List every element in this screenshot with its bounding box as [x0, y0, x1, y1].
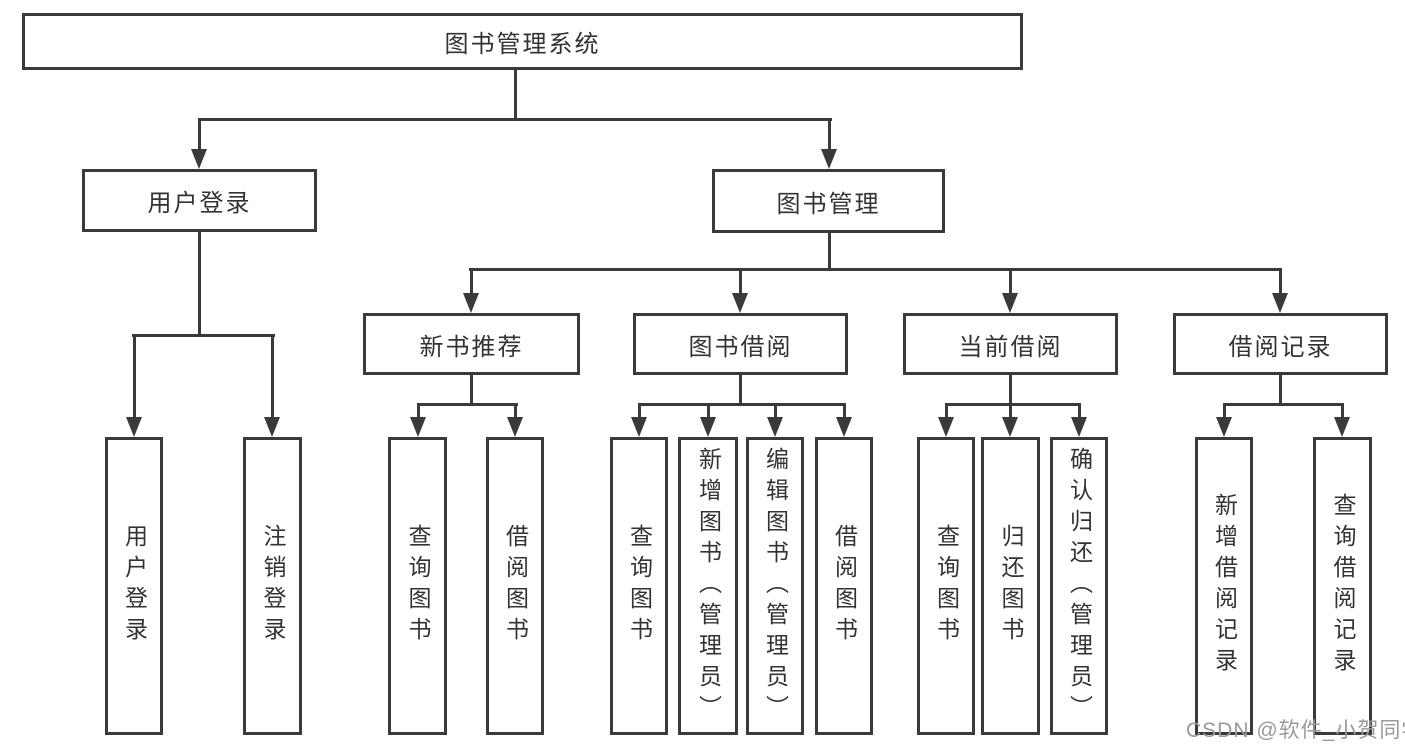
node-borrowing-records: 借阅记录: [1173, 313, 1388, 375]
arrow-to-leaf-add-borrow-record-line: [1223, 403, 1226, 421]
connector-new-book-branch-hline: [417, 403, 518, 406]
leaf-edit-books-admin: 编辑图书（管理员）: [746, 437, 804, 735]
node-system-root: 图书管理系统: [22, 13, 1023, 70]
connector-user-login-stem: [198, 232, 201, 336]
arrow-to-leaf-query-books-borrowing-line: [638, 403, 641, 421]
arrow-to-leaf-add-books-admin-line: [707, 403, 710, 421]
connector-borrowing-records-branch-hline: [1223, 403, 1344, 406]
arrow-to-leaf-edit-books-admin-head: [767, 417, 783, 437]
connector-root-branch-hline: [198, 118, 832, 121]
leaf-add-borrow-record: 新增借阅记录: [1195, 437, 1253, 735]
arrow-to-leaf-logout-line: [271, 334, 274, 421]
arrow-to-leaf-confirm-return-admin-head: [1071, 417, 1087, 437]
leaf-logout: 注销登录: [243, 437, 302, 735]
arrow-to-leaf-borrow-books-recommend-line: [514, 403, 517, 421]
connector-book-borrowing-branch-hline: [638, 403, 846, 406]
arrow-to-leaf-edit-books-admin-line: [774, 403, 777, 421]
arrow-to-leaf-add-borrow-record-head: [1216, 417, 1232, 437]
leaf-return-books: 归还图书: [981, 437, 1040, 735]
arrow-to-leaf-return-books-line: [1009, 403, 1012, 421]
leaf-query-borrow-record: 查询借阅记录: [1313, 437, 1372, 735]
arrow-to-book-management-line: [828, 118, 831, 153]
connector-borrowing-records-stem: [1279, 375, 1282, 405]
connector-user-login-branch-hline: [132, 334, 275, 337]
arrow-to-user-login-head: [191, 149, 207, 169]
connector-current-borrowing-branch-hline: [945, 403, 1081, 406]
arrow-to-leaf-borrow-books-borrowing-line: [843, 403, 846, 421]
arrow-to-book-borrowing-head: [732, 293, 748, 313]
arrow-to-leaf-borrow-books-recommend-head: [507, 417, 523, 437]
arrow-to-leaf-user-login-head: [126, 417, 142, 437]
arrow-to-leaf-query-borrow-record-line: [1341, 403, 1344, 421]
arrow-to-current-borrowing-head: [1002, 293, 1018, 313]
arrow-to-book-management-head: [821, 149, 837, 169]
connector-book-management-stem: [828, 233, 831, 270]
leaf-query-books-current: 查询图书: [917, 437, 975, 735]
leaf-user-login: 用户登录: [105, 437, 163, 735]
node-book-management: 图书管理: [712, 169, 945, 233]
node-user-login: 用户登录: [82, 169, 317, 232]
leaf-borrow-books-borrowing: 借阅图书: [815, 437, 873, 735]
connector-book-management-branch-hline: [469, 268, 1282, 271]
arrow-to-leaf-return-books-head: [1002, 417, 1018, 437]
arrow-to-leaf-confirm-return-admin-line: [1078, 403, 1081, 421]
arrow-to-user-login-line: [198, 118, 201, 153]
arrow-to-leaf-query-books-recommend-line: [417, 403, 420, 421]
connector-book-borrowing-stem: [739, 375, 742, 405]
node-new-book-recommend: 新书推荐: [363, 313, 580, 375]
leaf-add-books-admin: 新增图书（管理员）: [678, 437, 738, 735]
leaf-query-books-borrowing: 查询图书: [610, 437, 668, 735]
arrow-to-leaf-add-books-admin-head: [700, 417, 716, 437]
arrow-to-new-book-recommend-head: [463, 293, 479, 313]
arrow-to-leaf-user-login-line: [133, 334, 136, 421]
leaf-confirm-return-admin: 确认归还（管理员）: [1050, 437, 1108, 735]
arrow-to-borrowing-records-head: [1272, 293, 1288, 313]
connector-current-borrowing-stem: [1009, 375, 1012, 405]
connector-root-stem: [514, 70, 517, 118]
connector-new-book-stem: [470, 375, 473, 405]
csdn-watermark: CSDN @软件_小贺同学: [1186, 719, 1405, 742]
arrow-to-leaf-logout-head: [264, 417, 280, 437]
leaf-query-books-recommend: 查询图书: [388, 437, 447, 735]
arrow-to-leaf-query-books-current-line: [945, 403, 948, 421]
arrow-to-leaf-query-books-current-head: [938, 417, 954, 437]
arrow-to-new-book-recommend-line: [470, 268, 473, 297]
arrow-to-book-borrowing-line: [739, 268, 742, 297]
arrow-to-leaf-query-books-borrowing-head: [631, 417, 647, 437]
arrow-to-leaf-query-books-recommend-head: [410, 417, 426, 437]
arrow-to-leaf-query-borrow-record-head: [1334, 417, 1350, 437]
arrow-to-leaf-borrow-books-borrowing-head: [836, 417, 852, 437]
node-current-borrowing: 当前借阅: [903, 313, 1118, 375]
node-book-borrowing: 图书借阅: [633, 313, 848, 375]
leaf-borrow-books-recommend: 借阅图书: [486, 437, 544, 735]
arrow-to-borrowing-records-line: [1279, 268, 1282, 297]
arrow-to-current-borrowing-line: [1009, 268, 1012, 297]
